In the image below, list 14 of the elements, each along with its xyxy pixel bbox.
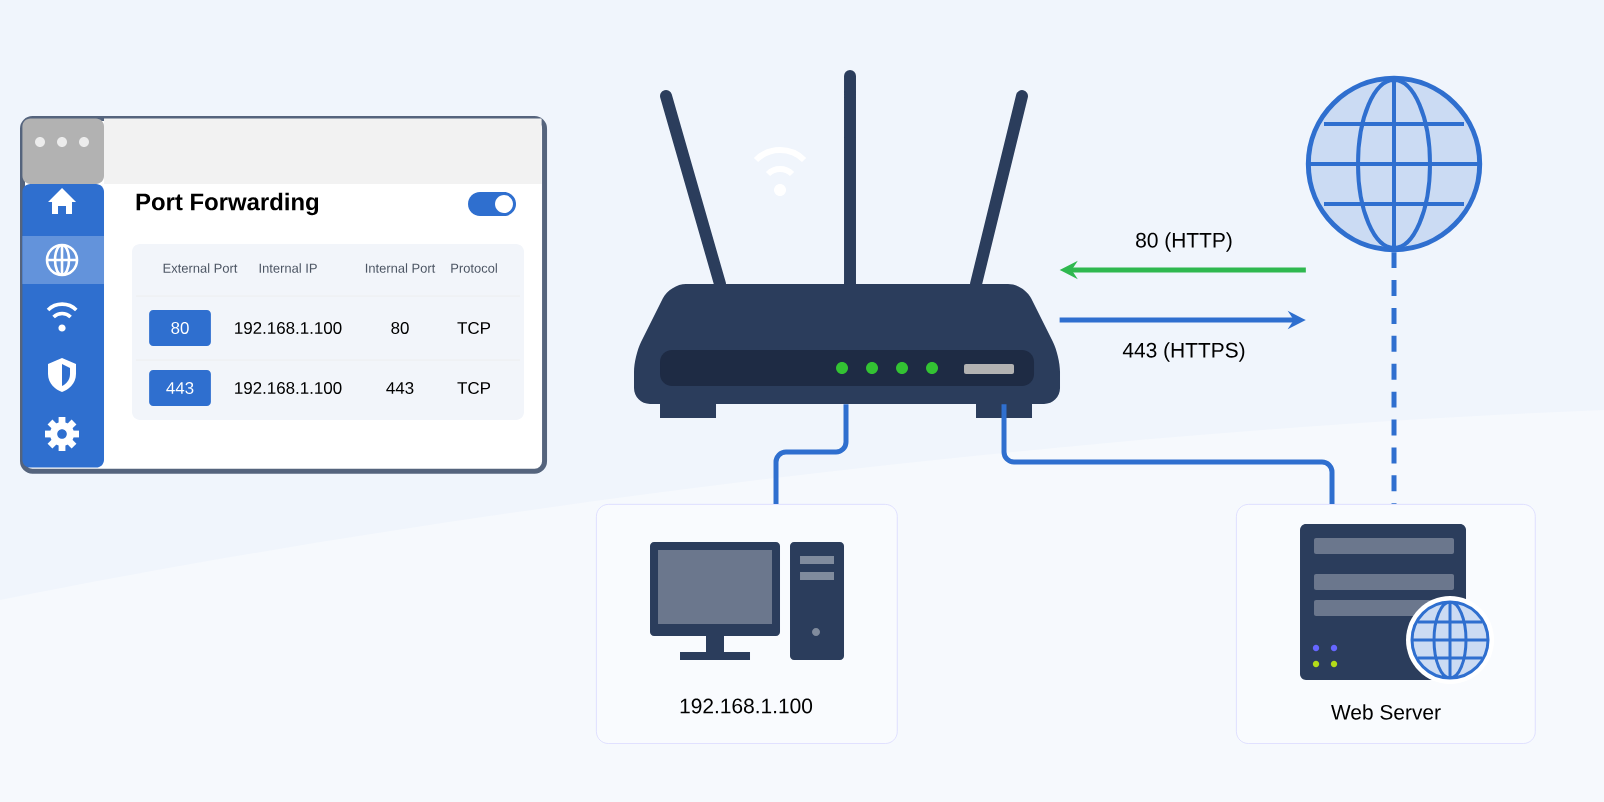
table-cell: TCP <box>457 322 491 334</box>
connector-line <box>1001 404 1335 504</box>
edge-label: 80 (HTTP) <box>1132 229 1236 255</box>
port-badge: 443 <box>149 370 211 406</box>
table-cell: 443 <box>386 382 414 394</box>
table-cell: 80 <box>391 322 409 334</box>
connector-line <box>1391 252 1397 504</box>
table-cell: 192.168.1.100 <box>235 382 342 394</box>
router-drawing <box>634 70 1060 418</box>
globe-drawing <box>1305 75 1483 253</box>
table-cell: TCP <box>457 382 491 394</box>
port-badge: 80 <box>149 310 211 346</box>
edge-label: 443 (HTTPS) <box>1119 339 1249 365</box>
table-cell: 192.168.1.100 <box>235 322 342 334</box>
